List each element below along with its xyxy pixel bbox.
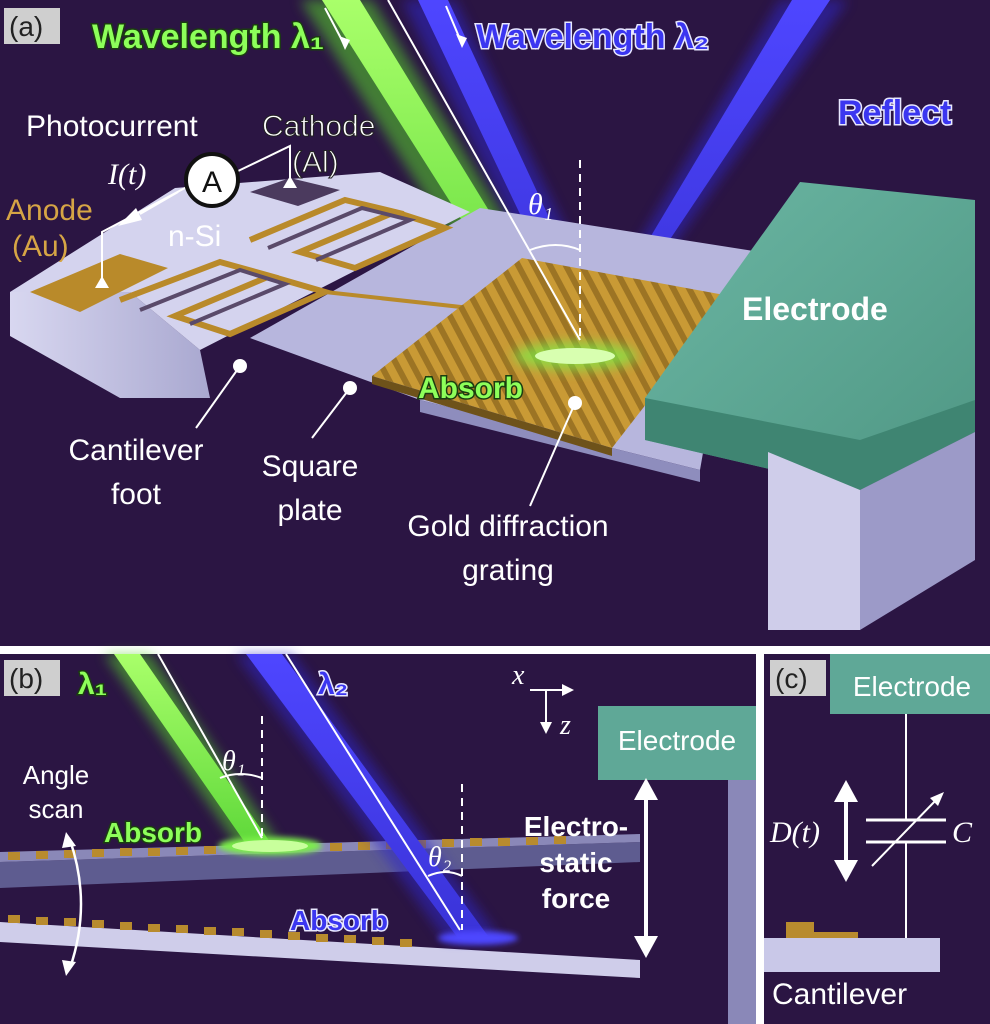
electrode-b [598, 706, 756, 780]
label-force-line3: force [542, 883, 610, 914]
label-square-plate-line2: plate [277, 494, 342, 527]
theta1-arc-b [219, 773, 263, 779]
label-electrode-a: Electrode [742, 291, 888, 327]
panel-b-tag-box [4, 660, 60, 696]
label-anode-material: (Au) [12, 230, 69, 263]
label-cantilever-c: Cantilever [772, 978, 907, 1011]
label-current: I(t) [107, 158, 146, 191]
absorb-spot-b2 [438, 931, 518, 945]
label-angle-scan-line2: scan [29, 794, 84, 824]
incident-reference-line-a [387, 0, 581, 341]
label-electrode-c: Electrode [853, 671, 971, 702]
electrode-c [830, 654, 990, 714]
label-absorb-b2: Absorb [290, 905, 388, 936]
callout-dot-foot [233, 359, 247, 373]
panel-a-tag-box [4, 8, 60, 44]
label-absorb-b1: Absorb [104, 817, 202, 848]
label-distance: D(t) [769, 816, 820, 849]
label-electrode-b: Electrode [618, 725, 736, 756]
cantilever-lower [0, 922, 640, 978]
label-theta2-b: θ₂ [428, 842, 452, 873]
spring-right [248, 196, 454, 272]
label-wavelength1: Wavelength λ₁ [92, 18, 324, 56]
cathode-contact [283, 176, 297, 188]
device-top-surface [10, 172, 470, 350]
label-lambda1-b: λ₁ [78, 668, 107, 701]
panel-b-tag: (b) [9, 663, 43, 694]
label-theta1-a: θ₁ [528, 188, 553, 221]
grating-tooth-c [786, 922, 814, 938]
electrode-support [768, 452, 860, 630]
blue-beam-b [246, 654, 488, 938]
label-grating-line2: grating [462, 554, 554, 587]
label-angle-scan-line1: Angle [23, 760, 90, 790]
label-theta1-b: θ₁ [222, 746, 246, 777]
variable-arrow-icon [871, 797, 939, 867]
label-cathode: Cathode [262, 110, 375, 143]
anode-contact [95, 276, 109, 288]
callout-dot-grating [568, 396, 582, 410]
angle-scan-arrow [68, 839, 83, 969]
label-nsi: n-Si [168, 220, 221, 253]
cathode-pad [250, 178, 340, 206]
label-force-line2: static [539, 847, 612, 878]
label-square-plate-line1: Square [262, 450, 359, 483]
wire-cathode [235, 144, 291, 182]
label-grating-line1: Gold diffraction [407, 510, 608, 543]
panel-c-tag: (c) [775, 663, 808, 694]
label-capacitance: C [952, 816, 973, 849]
theta2-arc-b [427, 871, 463, 877]
label-photocurrent: Photocurrent [26, 110, 198, 143]
label-anode: Anode [6, 194, 93, 227]
label-wavelength2: Wavelength λ₂ [476, 18, 709, 56]
panel-b: (b) λ₁ λ₂ x z Electrode θ₁ θ₂ Angle scan… [0, 653, 756, 1024]
label-axis-z: z [559, 710, 571, 741]
grating-teeth-lower [8, 915, 412, 947]
ammeter-icon [184, 152, 240, 208]
panel-c-tag-box [770, 660, 826, 696]
label-cantilever-foot-line1: Cantilever [68, 434, 203, 467]
label-cantilever-foot-line2: foot [111, 478, 162, 511]
panel-a-tag: (a) [9, 11, 43, 42]
label-absorb-a: Absorb [418, 372, 523, 405]
electrode-b-support [728, 780, 756, 1024]
panel-a: (a) Wavelength λ₁ Wavelength λ₂ Reflect … [0, 0, 990, 646]
cantilever-c [764, 938, 940, 972]
label-cathode-material: (Al) [292, 146, 339, 179]
cantilever-upper [0, 842, 640, 888]
label-axis-x: x [511, 660, 525, 691]
panel-c: (c) Electrode D(t) C Cantilever [764, 654, 990, 1024]
cantilever-foot-block [10, 292, 210, 398]
theta1-arc-a [529, 244, 581, 251]
label-force-line1: Electro- [524, 811, 628, 842]
green-beam-b [114, 654, 270, 844]
label-lambda2-b: λ₂ [318, 668, 348, 701]
electrode-block [645, 182, 975, 490]
callout-dot-plate [343, 381, 357, 395]
square-plate-edge [420, 400, 700, 482]
label-ammeter: A [202, 166, 222, 199]
current-arrow [118, 208, 142, 226]
label-reflect: Reflect [838, 94, 951, 132]
